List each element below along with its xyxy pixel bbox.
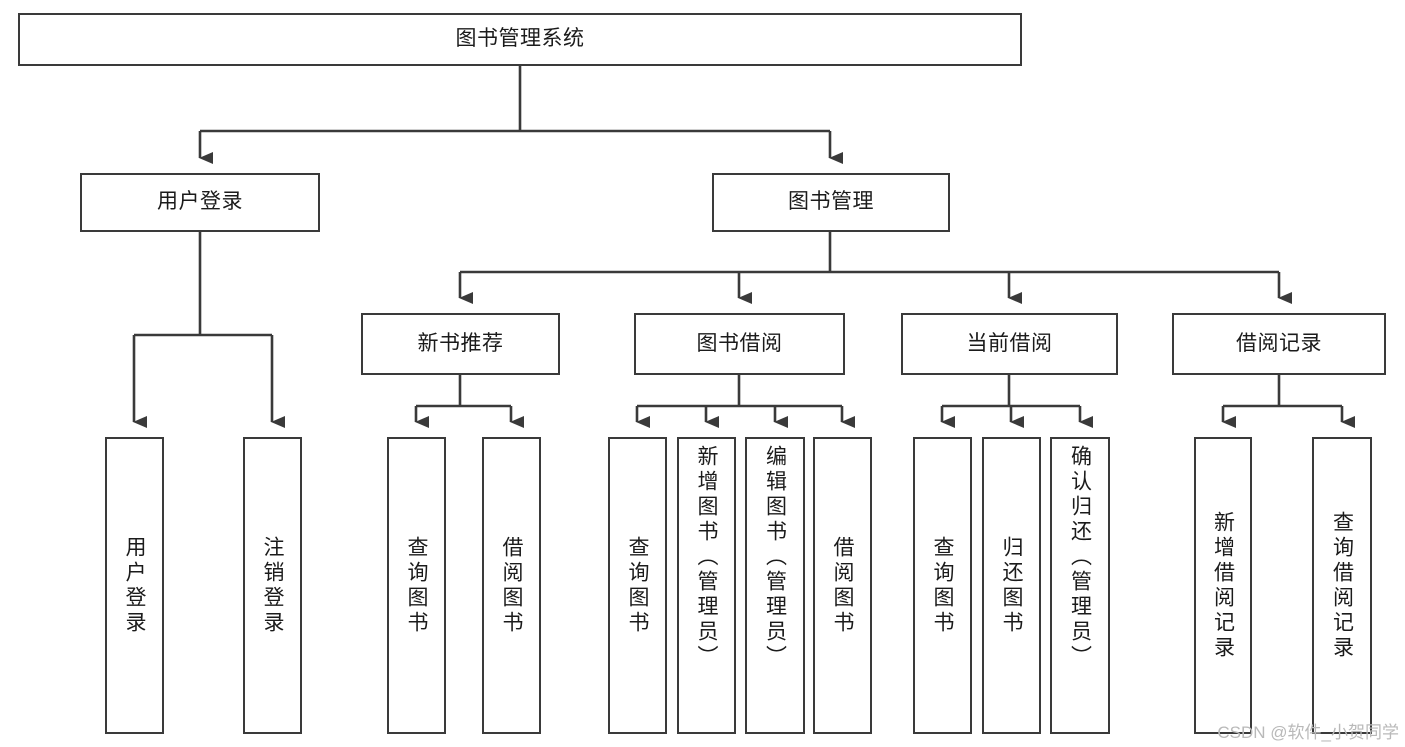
node-current-borrowing[interactable]: 当前借阅 <box>901 313 1118 375</box>
node-label: 借阅图书 <box>831 535 854 636</box>
leaf-borrow-book-newbook[interactable]: 借阅图书 <box>482 437 541 734</box>
leaf-user-login[interactable]: 用户登录 <box>105 437 164 734</box>
node-label: 查询图书 <box>626 535 649 636</box>
leaf-logout[interactable]: 注销登录 <box>243 437 302 734</box>
node-label: 用户登录 <box>157 190 243 214</box>
node-label: 用户登录 <box>123 535 146 636</box>
leaf-add-borrow-record[interactable]: 新增借阅记录 <box>1194 437 1252 734</box>
node-label: 查询借阅记录 <box>1330 510 1354 661</box>
node-label: 新增借阅记录 <box>1211 510 1235 661</box>
leaf-add-book-admin[interactable]: 新增图书（管理员） <box>677 437 736 734</box>
leaf-return-book[interactable]: 归还图书 <box>982 437 1041 734</box>
node-book-borrowing[interactable]: 图书借阅 <box>634 313 845 375</box>
node-label: 当前借阅 <box>966 331 1053 355</box>
node-label: 图书管理系统 <box>455 27 585 51</box>
leaf-query-borrow-record[interactable]: 查询借阅记录 <box>1312 437 1372 734</box>
leaf-query-book-newbook[interactable]: 查询图书 <box>387 437 446 734</box>
leaf-borrow-book[interactable]: 借阅图书 <box>813 437 872 734</box>
node-root-system[interactable]: 图书管理系统 <box>18 13 1022 66</box>
node-label: 图书管理 <box>788 190 874 214</box>
node-label: 借阅记录 <box>1236 331 1322 355</box>
node-label: 图书借阅 <box>696 331 783 355</box>
node-label: 注销登录 <box>261 535 284 636</box>
node-user-login[interactable]: 用户登录 <box>80 173 320 232</box>
leaf-query-book-current[interactable]: 查询图书 <box>913 437 972 734</box>
leaf-query-book-borrow[interactable]: 查询图书 <box>608 437 667 734</box>
node-label: 编辑图书（管理员） <box>763 445 787 670</box>
node-label: 确认归还（管理员） <box>1068 445 1092 670</box>
node-label: 借阅图书 <box>500 535 523 636</box>
node-label: 归还图书 <box>1000 535 1023 636</box>
node-new-book-recommendation[interactable]: 新书推荐 <box>361 313 560 375</box>
node-label: 查询图书 <box>931 535 954 636</box>
node-borrowing-records[interactable]: 借阅记录 <box>1172 313 1386 375</box>
leaf-edit-book-admin[interactable]: 编辑图书（管理员） <box>745 437 805 734</box>
node-book-management[interactable]: 图书管理 <box>712 173 950 232</box>
node-label: 新书推荐 <box>417 331 504 355</box>
leaf-confirm-return-admin[interactable]: 确认归还（管理员） <box>1050 437 1110 734</box>
node-label: 查询图书 <box>405 535 428 636</box>
node-label: 新增图书（管理员） <box>695 445 718 670</box>
